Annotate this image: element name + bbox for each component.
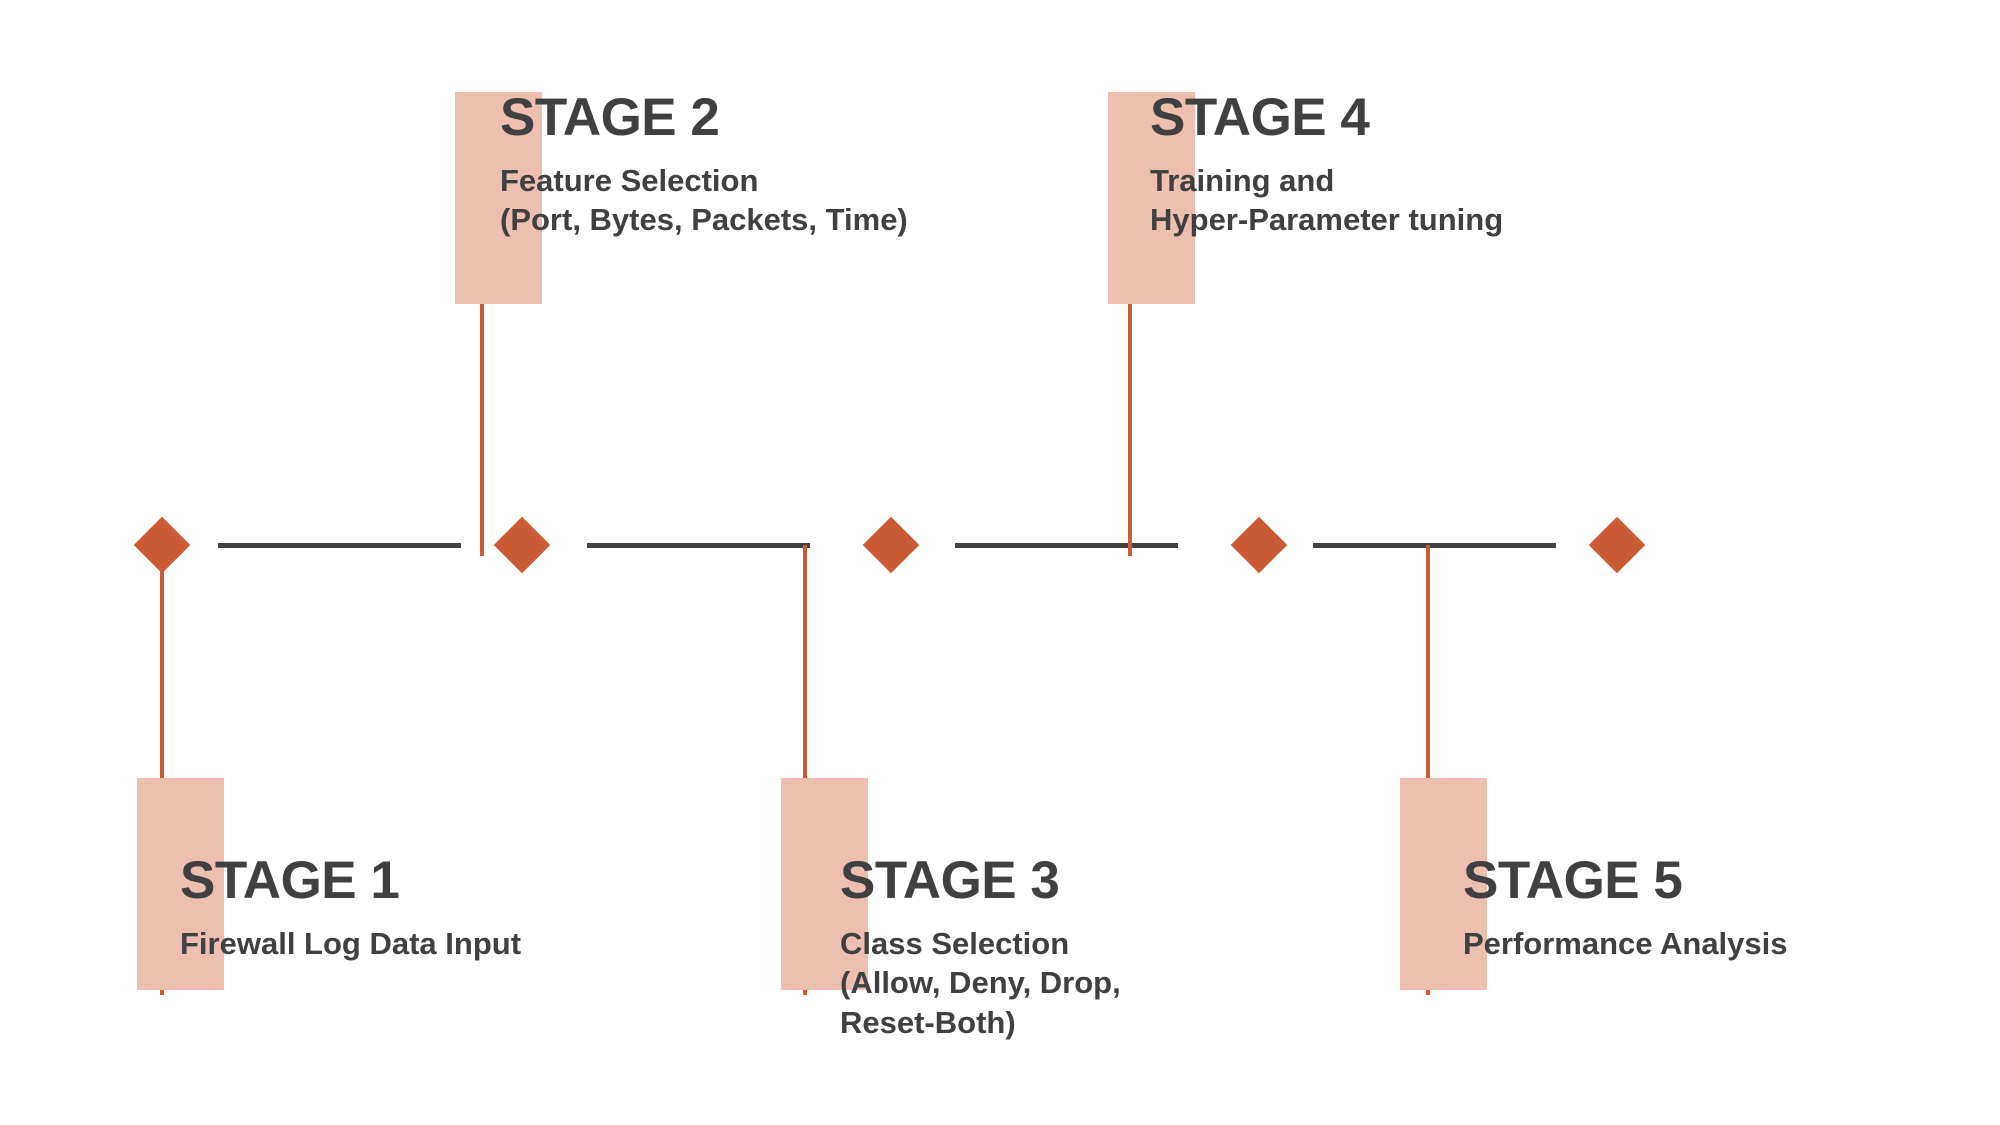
stage-5-title: STAGE 5 xyxy=(1463,851,1683,910)
stage-2-description: Feature Selection (Port, Bytes, Packets,… xyxy=(500,161,908,240)
stem-stage-4 xyxy=(1128,92,1132,556)
axis-segment-3 xyxy=(955,543,1178,548)
diamond-marker-4[interactable] xyxy=(1230,516,1288,574)
stem-stage-2 xyxy=(480,92,484,556)
stage-1-desc-line-1: Firewall Log Data Input xyxy=(180,926,522,962)
axis-segment-4 xyxy=(1313,543,1556,548)
stage-5-desc-line-1: Performance Analysis xyxy=(1463,926,1788,962)
diamond-marker-3[interactable] xyxy=(862,516,920,574)
stage-1-description: Firewall Log Data Input xyxy=(180,924,521,963)
stage-3-text: STAGE 3 Class Selection (Allow, Deny, Dr… xyxy=(840,853,1121,1042)
stage-1-band xyxy=(137,778,224,990)
stage-5-band xyxy=(1400,778,1487,990)
stage-5-description: Performance Analysis xyxy=(1463,924,1788,963)
stage-1-title: STAGE 1 xyxy=(180,851,400,910)
stem-stage-1 xyxy=(160,545,164,995)
stage-2-band xyxy=(455,92,542,304)
stage-3-desc-line-2: (Allow, Deny, Drop, xyxy=(840,965,1121,1001)
stage-3-desc-line-1: Class Selection xyxy=(840,926,1070,962)
stage-4-desc-line-1: Training and xyxy=(1150,163,1335,199)
stage-4-description: Training and Hyper-Parameter tuning xyxy=(1150,161,1503,240)
stage-5-text: STAGE 5 Performance Analysis xyxy=(1463,853,1788,963)
stem-stage-5 xyxy=(1426,545,1430,995)
diamond-marker-1[interactable] xyxy=(133,516,191,574)
stage-4-text: STAGE 4 Training and Hyper-Parameter tun… xyxy=(1150,90,1503,240)
diamond-marker-2[interactable] xyxy=(493,516,551,574)
stage-2-desc-line-2: (Port, Bytes, Packets, Time) xyxy=(500,202,908,238)
stage-3-description: Class Selection (Allow, Deny, Drop, Rese… xyxy=(840,924,1121,1042)
stage-4-desc-line-2: Hyper-Parameter tuning xyxy=(1150,202,1504,238)
stage-4-band xyxy=(1108,92,1195,304)
stage-3-desc-line-3: Reset-Both) xyxy=(840,1004,1016,1040)
axis-segment-1 xyxy=(218,543,461,548)
stage-1-text: STAGE 1 Firewall Log Data Input xyxy=(180,853,521,963)
stage-3-band xyxy=(781,778,868,990)
stage-2-title: STAGE 2 xyxy=(500,88,720,147)
stage-2-desc-line-1: Feature Selection xyxy=(500,163,759,199)
stage-3-title: STAGE 3 xyxy=(840,851,1060,910)
stem-stage-3 xyxy=(803,545,807,995)
stage-4-title: STAGE 4 xyxy=(1150,88,1370,147)
stage-2-text: STAGE 2 Feature Selection (Port, Bytes, … xyxy=(500,90,908,240)
diamond-marker-5[interactable] xyxy=(1588,516,1646,574)
axis-segment-2 xyxy=(587,543,810,548)
